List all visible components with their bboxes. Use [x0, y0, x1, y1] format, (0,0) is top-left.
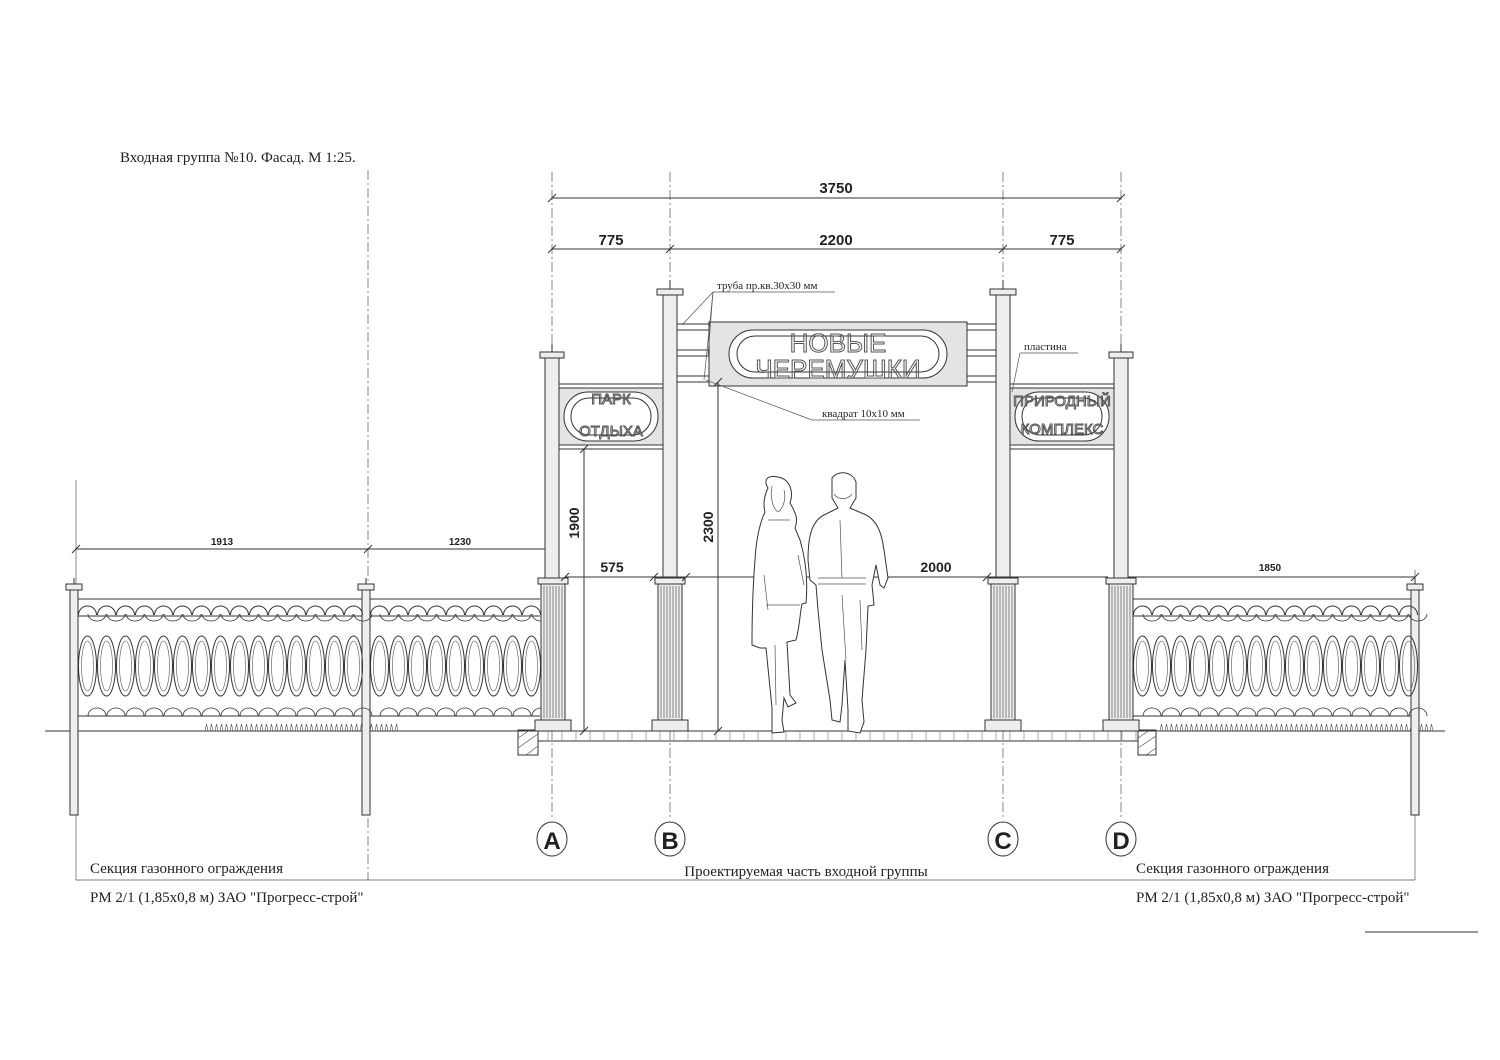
section-extents [75, 815, 1478, 933]
callout-square: квадрат 10х10 мм [822, 408, 905, 420]
center-section-label: Проектируемая часть входной группы [684, 864, 927, 880]
dim-center-bay: 2200 [819, 232, 852, 249]
axis-markers [536, 821, 1137, 857]
sign-left-line1: ПАРК [591, 391, 631, 408]
left-section-label-2: РМ 2/1 (1,85х0,8 м) ЗАО "Прогресс-строй" [90, 890, 364, 906]
left-fence [65, 578, 551, 816]
top-dimensions [547, 193, 1126, 254]
right-section-label-1: Секция газонного ограждения [1136, 861, 1329, 877]
axis-label-d: D [1112, 828, 1129, 855]
callout-plate: пластина [1024, 341, 1067, 353]
right-fence [1133, 578, 1428, 816]
dim-total: 3750 [819, 180, 852, 197]
human-figures [751, 472, 889, 734]
callout-pipe: труба пр.кв.30х30 мм [717, 280, 818, 292]
dim-height-side: 1900 [566, 507, 582, 538]
axis-label-a: A [543, 828, 560, 855]
drawing-title: Входная группа №10. Фасад. М 1:25. [120, 150, 356, 166]
gate-structure [534, 280, 1140, 732]
dim-height-center: 2300 [700, 511, 716, 542]
dim-inner-center: 2000 [920, 559, 951, 575]
callout-leaders [681, 291, 1078, 421]
sign-center-line1: НОВЫЕ [790, 328, 887, 358]
sign-right-line2: КОМПЛЕКС [1021, 421, 1104, 438]
dim-fence-right: 1850 [1259, 563, 1282, 574]
sign-center-line2: ЧЕРЕМУШКИ [755, 354, 920, 384]
right-section-label-2: РМ 2/1 (1,85х0,8 м) ЗАО "Прогресс-строй" [1136, 890, 1410, 906]
sign-left-line2: ОТДЫХА [579, 423, 643, 440]
axis-label-b: B [661, 828, 678, 855]
axis-lines [75, 170, 1416, 880]
axis-label-c: C [994, 828, 1011, 855]
dim-inner-left: 575 [600, 559, 624, 575]
dim-fence-left-1: 1913 [211, 537, 234, 548]
fence-dimensions [71, 544, 1420, 582]
dim-fence-left-2: 1230 [449, 537, 472, 548]
dim-right-bay: 775 [1049, 232, 1074, 249]
left-section-label-1: Секция газонного ограждения [90, 861, 283, 877]
dim-left-bay: 775 [598, 232, 623, 249]
sign-right-line1: ПРИРОДНЫЙ [1013, 392, 1111, 410]
ground [45, 723, 1445, 756]
